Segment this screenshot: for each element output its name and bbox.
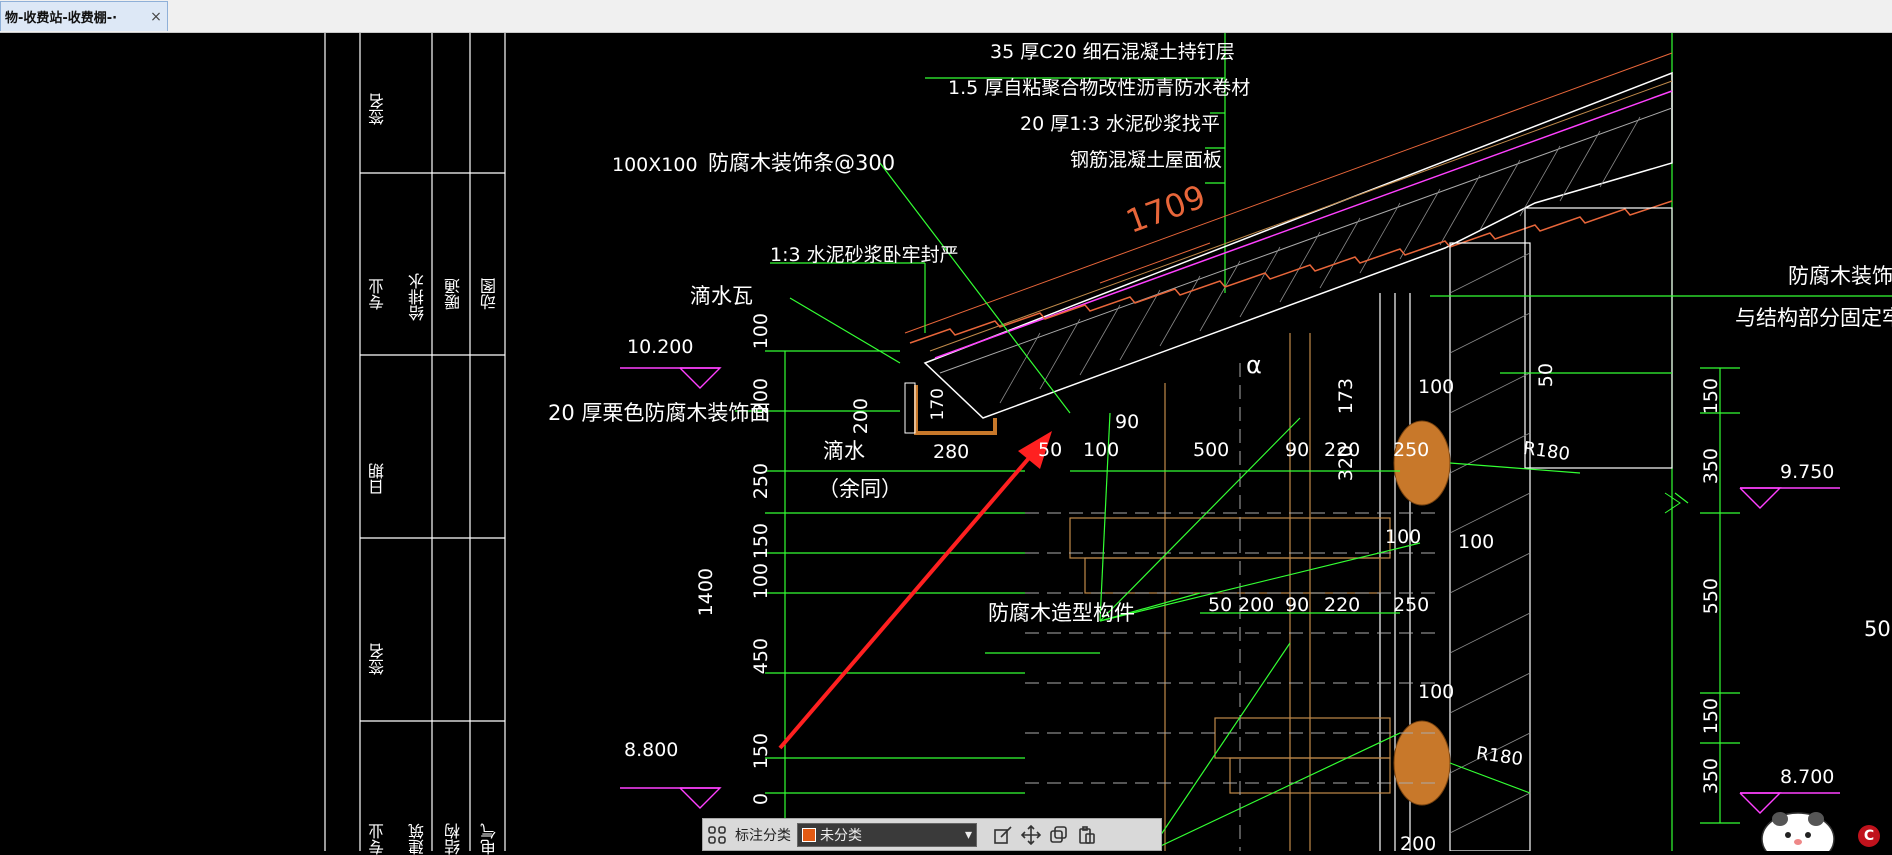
dim-label: 220	[1324, 439, 1361, 461]
cad-drawing	[324, 33, 1892, 851]
edit-icon[interactable]	[989, 821, 1017, 849]
wood-strip-label: 防腐木装饰条@300	[708, 151, 896, 175]
elevation-label: 8.800	[624, 739, 679, 761]
alpha-label: α	[1246, 351, 1262, 379]
tb-cell: 暖通	[444, 278, 463, 310]
dim-label: 100	[1418, 376, 1455, 398]
wood-members	[1069, 333, 1391, 851]
chevron-down-icon: ▾	[964, 826, 972, 843]
dim-label: 100	[1385, 526, 1422, 548]
roof-slab	[923, 71, 1673, 419]
dim-label: 200	[750, 378, 772, 415]
elevation-label: 9.750	[1780, 461, 1835, 483]
red-arrow-annotation	[778, 431, 1052, 750]
move-icon[interactable]	[1017, 821, 1045, 849]
layer-label: 35 厚C20 细石混凝土持钉层	[990, 41, 1235, 63]
close-tab-icon[interactable]: ×	[150, 8, 162, 25]
dim-label: 90	[1115, 411, 1140, 433]
wood-size-label: 100X100	[612, 154, 698, 176]
mortar-seal-label: 1:3 水泥砂浆卧牢封严	[770, 244, 959, 266]
dim-label: 50	[1535, 363, 1557, 388]
paste-icon[interactable]	[1073, 821, 1101, 849]
dim-label: 350	[1700, 758, 1722, 795]
dim-label: 100	[750, 563, 772, 600]
mascot-avatar[interactable]	[1758, 805, 1838, 855]
dim-label: 90	[1285, 439, 1310, 461]
dim-label: 150	[1700, 698, 1722, 735]
dim-label: 200	[1238, 594, 1275, 616]
dim-label: 550	[1700, 578, 1722, 615]
annotation-toolbar: 标注分类 未分类 ▾	[702, 818, 1162, 851]
dim-label: 280	[933, 441, 970, 463]
document-tab[interactable]: 物-收费站-收费棚-· ×	[0, 1, 168, 31]
dim-label: 0	[750, 793, 772, 806]
dim-label: 100	[750, 313, 772, 350]
dim-label: 450	[750, 638, 772, 675]
dim-label: 173	[1335, 378, 1357, 415]
dim-label: 50	[1864, 617, 1891, 641]
tb-cell: 签名	[368, 93, 387, 125]
tb-cell: 电气	[480, 823, 499, 855]
tb-cell: 动图	[480, 278, 499, 310]
wood-face-label: 20 厚栗色防腐木装饰面	[548, 401, 771, 425]
layer-label: 钢筋混凝土屋面板	[1070, 149, 1223, 171]
dim-label: 320	[1335, 445, 1357, 482]
cad-drawing-canvas[interactable]: 签名 专业 给排水 暖通 动图 日期 签名 专业 建筑 结构 电气 35 厚C2…	[0, 33, 1892, 855]
wood-round-1	[1393, 420, 1451, 506]
right-note-2: 与结构部分固定牢	[1735, 306, 1892, 330]
dim-label: 50	[1038, 439, 1063, 461]
dim-label: 350	[1700, 448, 1722, 485]
tb-cell: 专业	[368, 823, 387, 855]
dim-label: 100	[1083, 439, 1120, 461]
category-color-swatch	[802, 827, 816, 842]
category-select[interactable]: 未分类 ▾	[797, 822, 977, 847]
tb-cell: 建筑	[408, 823, 427, 855]
dim-label: 250	[1393, 439, 1430, 461]
dim-label: 100	[1418, 681, 1455, 703]
dim-label: 200	[1400, 833, 1437, 855]
roof-tiles	[909, 200, 1673, 344]
dim-label: 1400	[695, 568, 717, 617]
dim-label: 220	[1324, 594, 1361, 616]
tb-cell: 日期	[368, 463, 387, 495]
dim-label: 500	[1193, 439, 1230, 461]
dim-label: 200	[850, 398, 872, 435]
document-tab-title: 物-收费站-收费棚-·	[5, 11, 118, 26]
right-note-1: 防腐木装饰构	[1788, 264, 1892, 288]
tb-cell: 专业	[368, 278, 387, 310]
document-tab-bar: 物-收费站-收费棚-· ×	[0, 0, 1892, 33]
dim-label: 250	[750, 463, 772, 500]
c-logo-icon[interactable]: C	[1858, 825, 1880, 847]
dim-label: 90	[1285, 594, 1310, 616]
dim-label: 100	[1458, 531, 1495, 553]
dim-label: 250	[1393, 594, 1430, 616]
grid-icon[interactable]	[703, 821, 731, 849]
elevation-label: 10.200	[627, 336, 694, 358]
drip-tile-label: 滴水瓦	[690, 284, 753, 308]
layer-label: 20 厚1:3 水泥砂浆找平	[1020, 113, 1220, 135]
wood-member-label: 防腐木造型构件	[988, 601, 1135, 625]
copy-icon[interactable]	[1045, 821, 1073, 849]
wood-round-2	[1393, 720, 1451, 806]
dim-label: 150	[750, 523, 772, 560]
title-block	[324, 33, 506, 851]
elevation-label: 8.700	[1780, 766, 1835, 788]
dim-label: 150	[750, 733, 772, 770]
layer-label: 1.5 厚自粘聚合物改性沥青防水卷材	[948, 77, 1251, 99]
drip-note-label: （余同）	[818, 477, 902, 501]
dim-label: 50	[1208, 594, 1233, 616]
tb-cell: 签名	[368, 643, 387, 675]
tb-cell: 给排水	[408, 273, 427, 321]
dim-label: 170	[928, 388, 948, 421]
tb-cell: 结构	[444, 823, 463, 855]
category-label: 标注分类	[735, 827, 791, 844]
category-value: 未分类	[820, 827, 862, 844]
dim-label: 150	[1700, 378, 1722, 415]
drip-label: 滴水	[823, 439, 865, 463]
